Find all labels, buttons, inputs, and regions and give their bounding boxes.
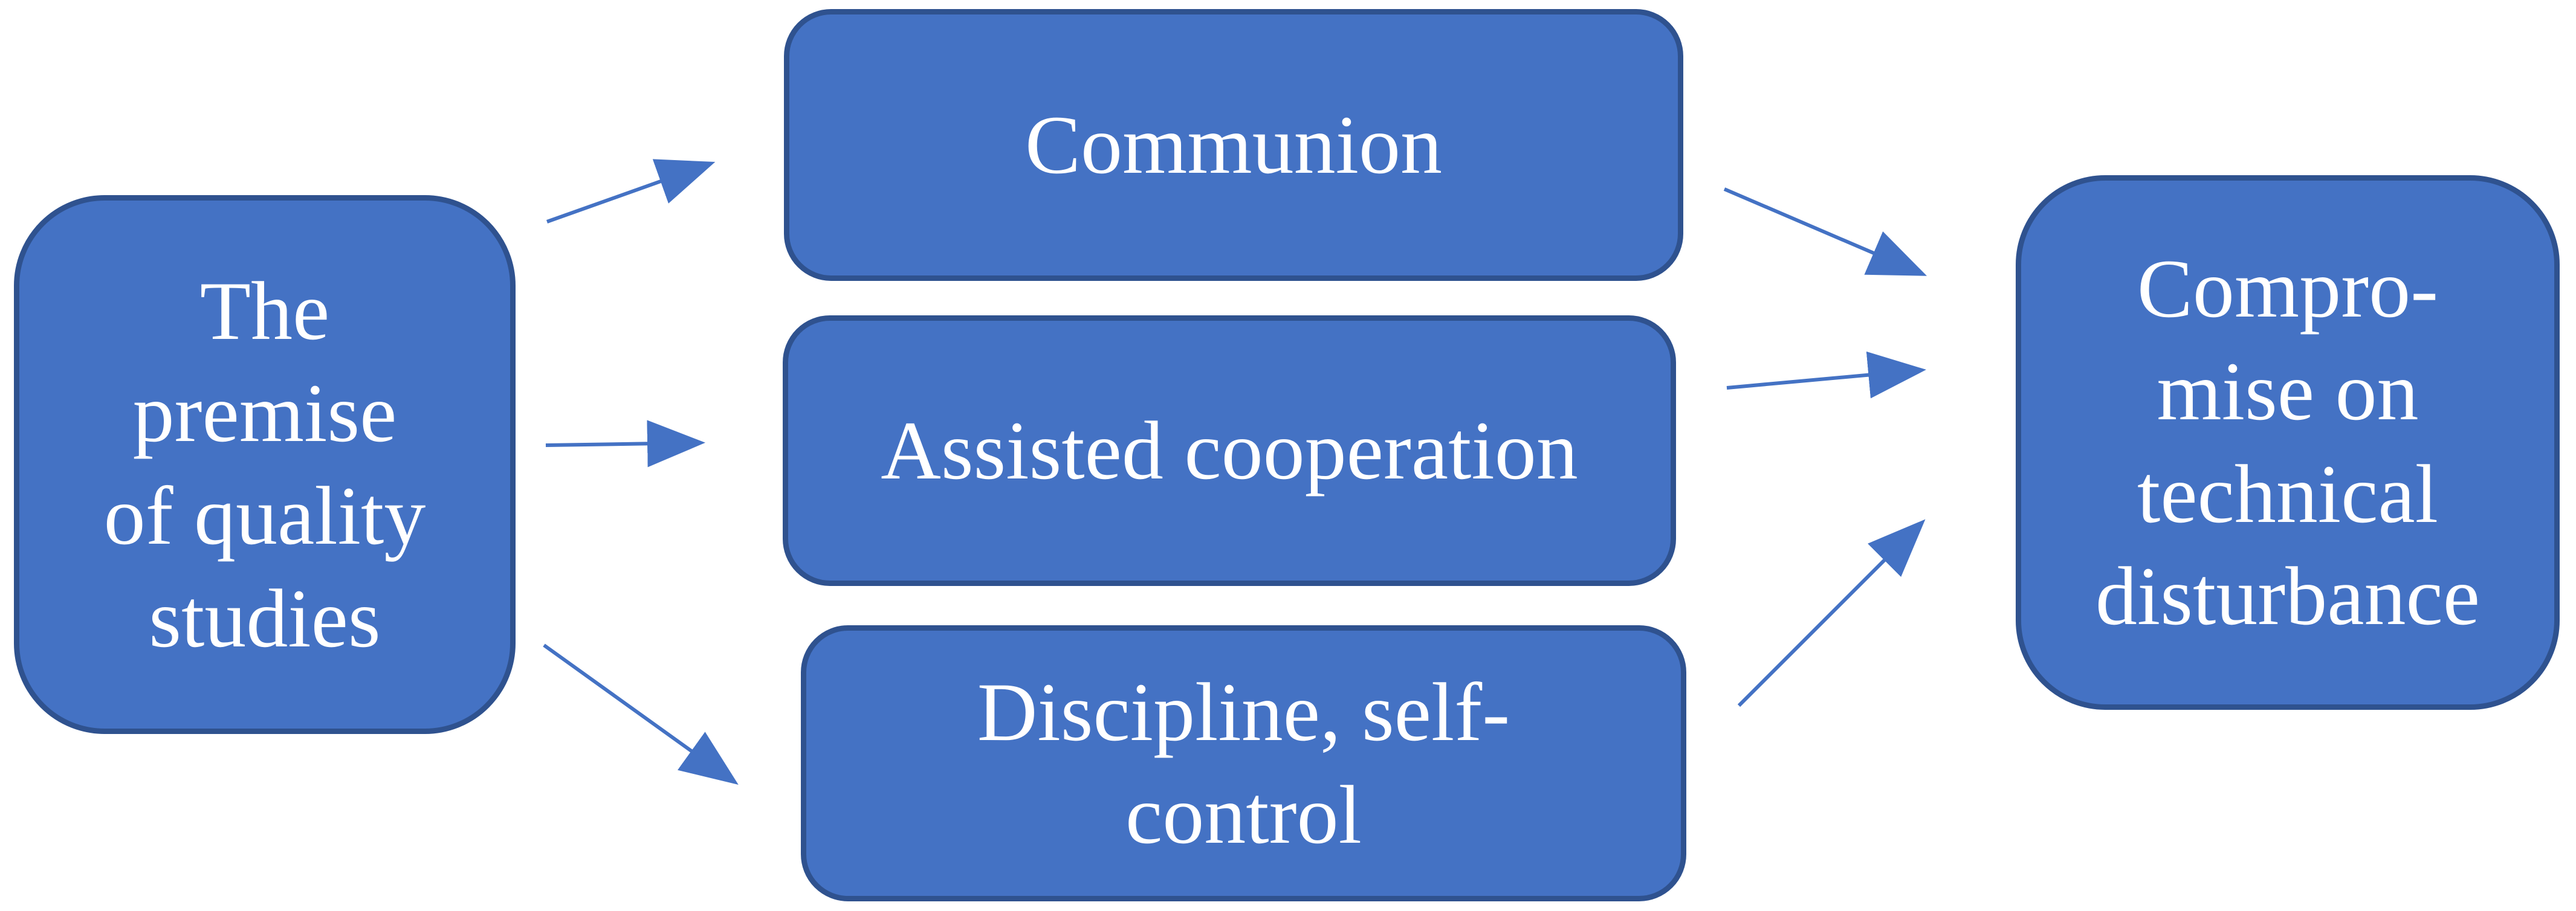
node-compromise-label: Compro- mise on technical disturbance <box>2095 242 2481 643</box>
node-compromise-technical-disturbance: Compro- mise on technical disturbance <box>2016 175 2560 710</box>
arrow-premise-to-discipline <box>543 643 739 785</box>
arrow-assisted-to-compromise <box>1726 351 1926 399</box>
node-premise-label: The premise of quality studies <box>103 264 426 665</box>
node-communion-label: Communion <box>1024 98 1443 192</box>
arrow-premise-to-communion <box>546 159 716 224</box>
arrow-discipline-to-compromise <box>1737 519 1926 707</box>
node-discipline-self-control: Discipline, self- control <box>801 625 1686 901</box>
arrow-premise-to-assisted <box>545 420 705 468</box>
node-communion: Communion <box>784 9 1683 281</box>
node-premise-of-quality-studies: The premise of quality studies <box>14 195 516 734</box>
node-assisted-cooperation: Assisted cooperation <box>783 315 1676 586</box>
arrow-communion-to-compromise <box>1723 187 1927 276</box>
node-assisted-label: Assisted cooperation <box>881 404 1578 497</box>
node-discipline-label: Discipline, self- control <box>977 665 1510 861</box>
